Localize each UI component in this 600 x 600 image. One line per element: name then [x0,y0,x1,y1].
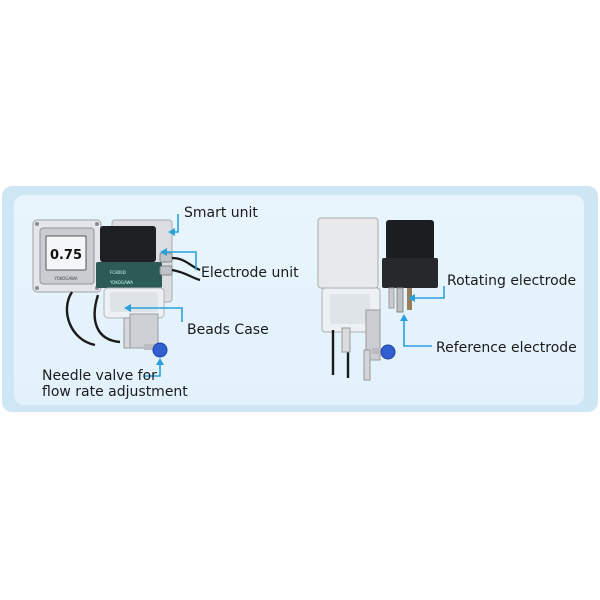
piping [363,349,371,381]
arrowhead-beads-case [124,304,131,312]
cable [93,294,121,344]
rotating-electrode-rod [396,287,404,313]
electrode-rod [388,287,395,309]
label-needle-valve: Needle valve for flow rate adjustment [42,368,188,400]
label-needle-valve-line1: Needle valve for [42,368,157,384]
rotating-unit-base [382,258,438,288]
cable [65,291,96,347]
beads-case-inner [110,292,158,312]
label-needle-valve-line2: flow rate adjustment [42,384,188,400]
right-device [317,217,438,381]
label-reference-electrode: Reference electrode [436,340,577,356]
flow-cell-inner [330,294,370,324]
label-rotating-electrode: Rotating electrode [447,273,577,289]
label-beads-case: Beads Case [187,322,269,338]
screw [35,222,39,226]
cable [171,268,201,282]
arrowhead-electrode-unit [160,248,167,256]
electrode-unit-model: FC800D [110,270,126,275]
left-device: 0.75 YOKOGAWA FC800D YOKOGAWA [32,219,201,358]
arrowhead-smart-unit [168,228,175,236]
electrode-unit-brand: YOKOGAWA [109,280,133,285]
piping [341,327,351,353]
leader-electrode-unit [164,251,197,270]
label-electrode-unit: Electrode unit [201,265,299,281]
bracket [129,313,159,349]
leader-reference-electrode [403,318,432,347]
rotating-unit-housing [386,220,434,260]
valve-stem [372,348,384,354]
smart-unit-housing [317,217,379,289]
screw [95,222,99,226]
cable [171,256,201,272]
leader-rotating-electrode [412,286,445,299]
converter-brand: YOKOGAWA [53,276,77,281]
leader-needle-valve [144,362,161,377]
leader-lines [124,214,445,377]
screw [35,286,39,290]
screen-reading: 0.75 [50,248,82,263]
valve-knob [380,344,396,360]
electrode-unit-housing [100,226,156,262]
bracket [365,309,381,361]
electrode-unit-base [96,262,162,288]
cable-gland [159,265,173,276]
valve-knob [152,342,168,358]
converter-screen [45,235,87,271]
label-smart-unit: Smart unit [184,205,258,221]
reference-electrode-rod [407,288,412,310]
arrowhead-rotating-electrode [408,294,415,302]
arrowhead-needle-valve [156,358,164,365]
valve-stem [144,344,158,350]
arrowhead-reference-electrode [400,314,408,321]
piping [123,317,131,349]
leader-beads-case [128,307,183,322]
